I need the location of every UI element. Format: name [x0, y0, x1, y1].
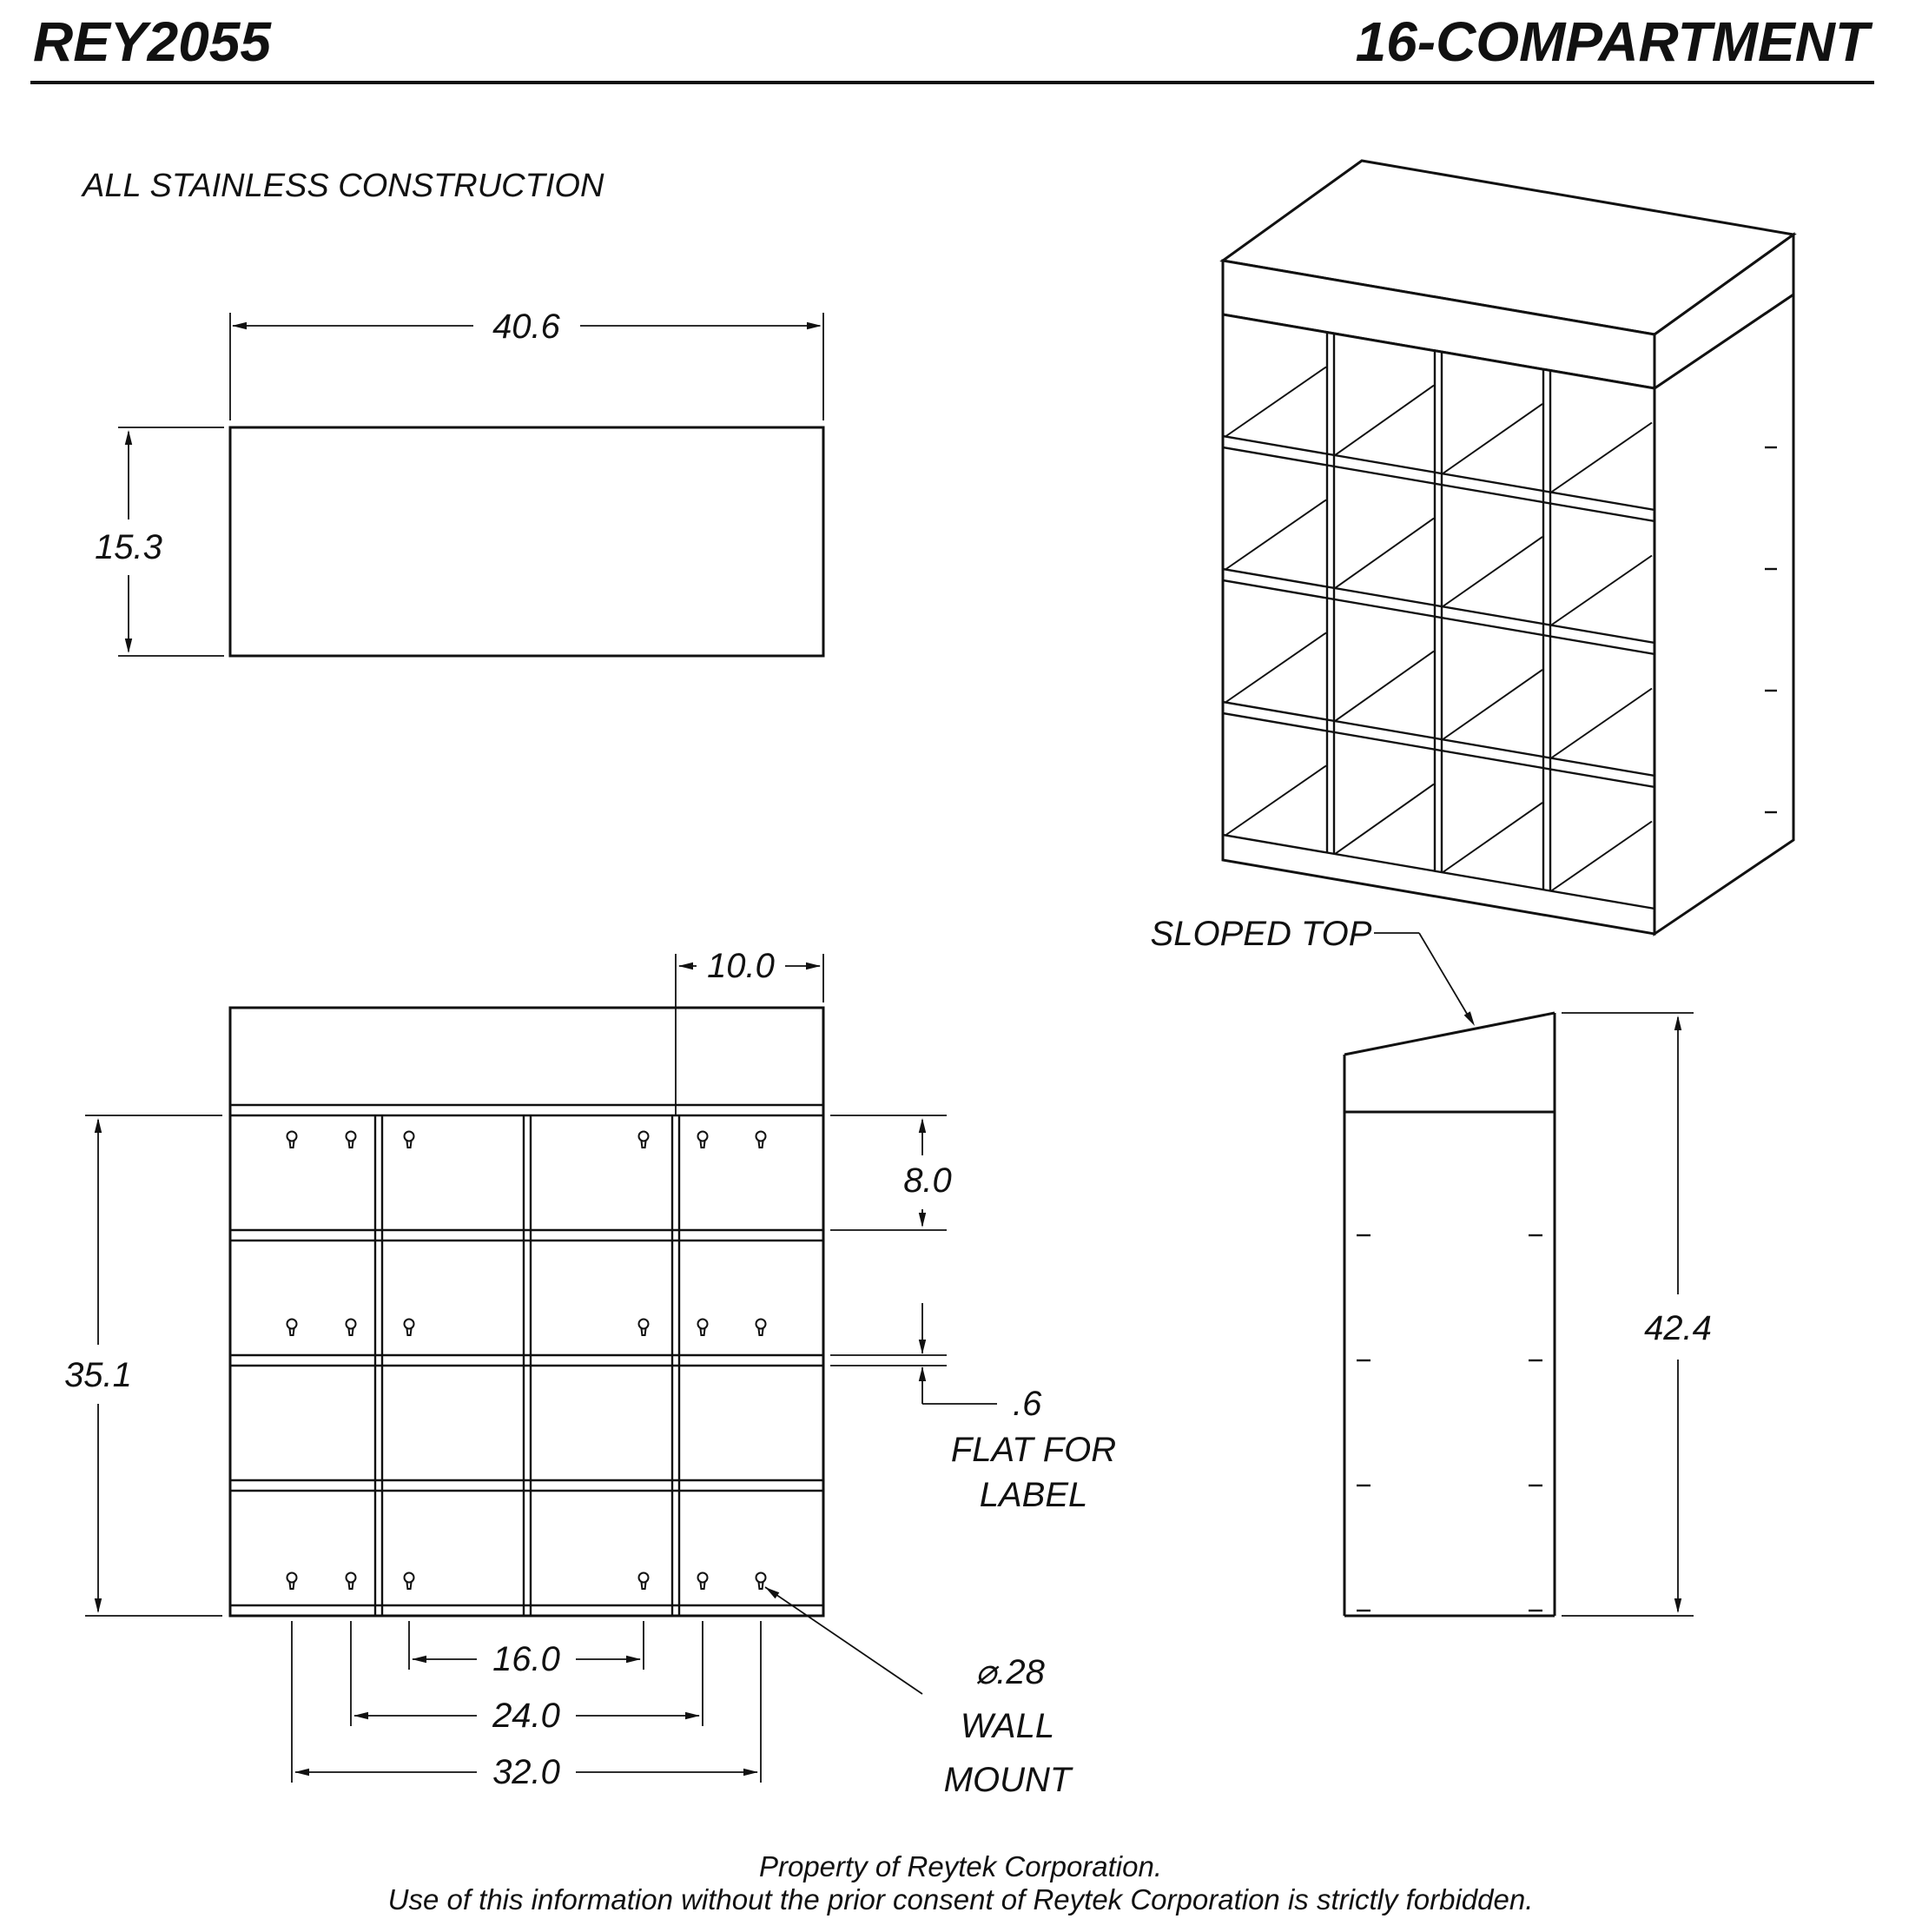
sloped-top-label: SLOPED TOP [1151, 915, 1478, 1029]
dim-body-height-text: 35.1 [64, 1356, 132, 1394]
front-view: 10.0 35.1 8.0 [64, 947, 1116, 1799]
dim-shelf-thickness: .6 FLAT FOR LABEL [830, 1303, 1116, 1514]
dim-top-width-text: 40.6 [492, 308, 561, 346]
dim-compartment-width-text: 10.0 [707, 947, 775, 985]
iso-compartment-depth-lines [1225, 366, 1653, 892]
dim-body-height: 35.1 [64, 1115, 222, 1617]
iso-side-ticks [1765, 446, 1777, 814]
iso-front-face [1221, 313, 1656, 936]
wall-mount-keyholes [286, 1130, 767, 1590]
dim-hole-spans: 16.0 24.0 32.0 [291, 1621, 762, 1791]
construction-note: ALL STAINLESS CONSTRUCTION [81, 168, 604, 204]
sloped-top-text: SLOPED TOP [1151, 915, 1372, 953]
wall-mount-callout: ⌀.28 WALL MOUNT [763, 1584, 1073, 1799]
model-number: REY2055 [33, 10, 272, 73]
dim-overall-height: 42.4 [1562, 1012, 1712, 1617]
mount-callout-wall-text: WALL [961, 1707, 1054, 1745]
dim-hole-span-outer-text: 32.0 [492, 1753, 560, 1791]
dim-hole-span-mid-text: 24.0 [492, 1697, 560, 1735]
footer-property-text: Property of Reytek Corporation. [759, 1850, 1162, 1882]
front-view-outline [228, 1006, 825, 1618]
product-title: 16-COMPARTMENT [1356, 10, 1873, 73]
side-view: 42.4 SLOPED TOP [1151, 915, 1712, 1618]
dim-top-width: 40.6 [229, 308, 824, 420]
footer-notice-text: Use of this information without the prio… [388, 1883, 1534, 1915]
dim-top-depth-text: 15.3 [95, 528, 162, 566]
top-view: 40.6 15.3 [95, 308, 825, 658]
shelf-note-line1: FLAT FOR [951, 1431, 1116, 1469]
dim-compartment-height: 8.0 [830, 1115, 952, 1231]
iso-right-panel [1653, 292, 1795, 936]
dim-top-depth: 15.3 [95, 427, 224, 657]
isometric-view [1219, 159, 1797, 936]
top-view-outline [228, 426, 825, 658]
title-block: REY2055 16-COMPARTMENT ALL STAINLESS CON… [30, 10, 1874, 204]
side-view-ticks [1357, 1234, 1542, 1612]
dim-compartment-width: 10.0 [675, 947, 824, 1115]
footer: Property of Reytek Corporation. Use of t… [388, 1850, 1534, 1915]
dim-hole-span-inner-text: 16.0 [492, 1640, 560, 1678]
dim-compartment-height-text: 8.0 [903, 1161, 952, 1200]
mount-callout-dia-text: ⌀.28 [975, 1653, 1045, 1691]
shelf-note-line2: LABEL [980, 1476, 1088, 1514]
front-shelves [230, 1228, 823, 1607]
dim-overall-height-text: 42.4 [1644, 1309, 1712, 1347]
dim-shelf-thickness-text: .6 [1013, 1385, 1042, 1423]
mount-callout-mount-text: MOUNT [944, 1761, 1073, 1799]
